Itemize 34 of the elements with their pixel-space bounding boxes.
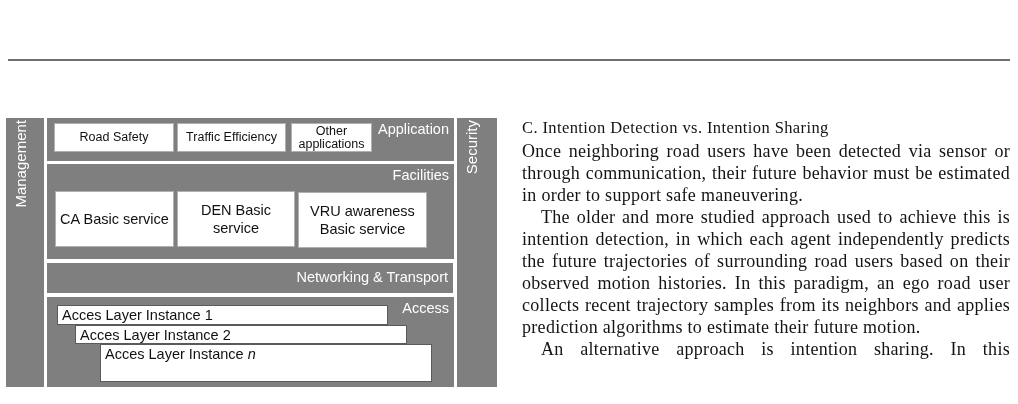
layer-band: [47, 263, 453, 293]
service-label: DEN Basic service: [199, 201, 273, 237]
body-paragraph: Once neighboring road users have been detected via sensor or through communication, their future behavior must be estimated in order to support safe maneuvering.: [522, 140, 1010, 206]
access-instance-box: [57, 305, 388, 325]
service-label: CA Basic service: [60, 210, 169, 228]
layer-band: [47, 297, 454, 387]
layer-band: [47, 164, 454, 259]
application-box: [291, 123, 372, 152]
layer-label: Access: [402, 300, 449, 316]
application-label: Road Safety: [79, 131, 149, 144]
application-box: [177, 123, 286, 152]
layer-band: [47, 118, 454, 161]
body-paragraph: The older and more studied approach used to achieve this is intention detection, in which each agent independently predicts the future trajectories of surrounding road users based on their observed motion histories. In this paradigm, an ego road user collects recent trajectory samples from its neighbors and applies prediction algorithms to estimate their future motion.: [522, 206, 1010, 338]
section-heading: C. Intention Detection vs. Intention Sharing: [522, 118, 830, 138]
layer-label: Facilities: [392, 167, 449, 183]
layer-label: Networking & Transport: [296, 269, 448, 285]
service-box: [55, 191, 174, 247]
layer-label: Management: [13, 120, 28, 208]
service-box: [177, 191, 295, 247]
application-label: Traffic Efficiency: [186, 131, 277, 144]
service-label: VRU awareness Basic service: [309, 202, 416, 238]
layer-label: Application: [378, 121, 449, 137]
side-layer-bar: [6, 118, 44, 387]
instance-label: Acces Layer Instance 2: [80, 327, 231, 344]
instance-label: Acces Layer Instance n: [105, 346, 256, 363]
layer-label: Security: [464, 120, 479, 175]
access-instance-box: [100, 344, 432, 382]
access-instance-box: [75, 325, 407, 344]
service-box: [298, 192, 427, 248]
side-layer-bar: [457, 118, 497, 387]
application-label: Other applications: [297, 124, 366, 151]
body-paragraph: An alternative approach is intention sharing. In this: [540, 338, 1010, 360]
instance-label: Acces Layer Instance 1: [62, 307, 213, 324]
application-box: [54, 123, 174, 152]
